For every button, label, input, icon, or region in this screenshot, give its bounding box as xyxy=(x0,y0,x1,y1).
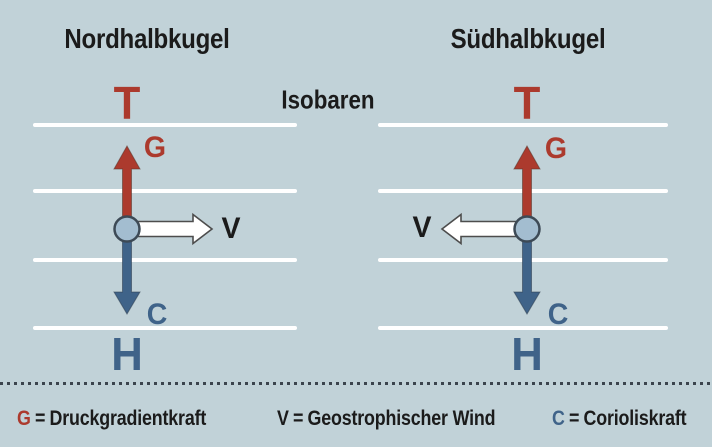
legend-equals: = xyxy=(292,407,304,430)
low-pressure-label-right: T xyxy=(513,77,541,129)
legend-text-gradient-force: Druckgradientkraft xyxy=(49,407,207,430)
legend-item-gradient-force: G=Druckgradientkraft xyxy=(17,407,206,431)
dashed-divider xyxy=(0,382,712,385)
high-pressure-label-right: H xyxy=(511,328,543,380)
isobar-line xyxy=(378,326,668,330)
legend-text-coriolis: Corioliskraft xyxy=(583,407,687,430)
legend-symbol-c: C xyxy=(552,407,565,430)
legend-symbol-g: G xyxy=(17,407,31,430)
coriolis-force-label-right: C xyxy=(547,298,569,331)
isobar-line xyxy=(33,123,297,127)
isobar-line xyxy=(33,258,297,262)
wind-arrow-left xyxy=(131,212,214,246)
legend-equals: = xyxy=(34,407,46,430)
legend-symbol-v: V xyxy=(277,407,289,430)
air-parcel-left xyxy=(113,215,141,243)
isobars-label: Isobaren xyxy=(281,84,375,115)
legend-item-coriolis: C=Corioliskraft xyxy=(552,407,687,431)
wind-label-left: V xyxy=(221,212,241,245)
gradient-force-label-left: G xyxy=(143,131,167,164)
isobar-line xyxy=(378,123,668,127)
legend-equals: = xyxy=(568,407,580,430)
wind-arrow-right xyxy=(440,212,523,246)
high-pressure-label-left: H xyxy=(111,328,143,380)
title-southern-hemisphere: Südhalbkugel xyxy=(450,23,606,54)
title-northern-hemisphere: Nordhalbkugel xyxy=(64,23,230,54)
legend-text-wind: Geostrophischer Wind xyxy=(307,407,496,430)
isobar-line xyxy=(33,189,297,193)
legend-item-wind: V=Geostrophischer Wind xyxy=(277,407,496,431)
air-parcel-right xyxy=(513,215,541,243)
low-pressure-label-left: T xyxy=(113,77,141,129)
coriolis-force-label-left: C xyxy=(146,298,168,331)
isobar-line xyxy=(33,326,297,330)
gradient-force-label-right: G xyxy=(544,132,568,165)
wind-label-right: V xyxy=(412,211,432,244)
